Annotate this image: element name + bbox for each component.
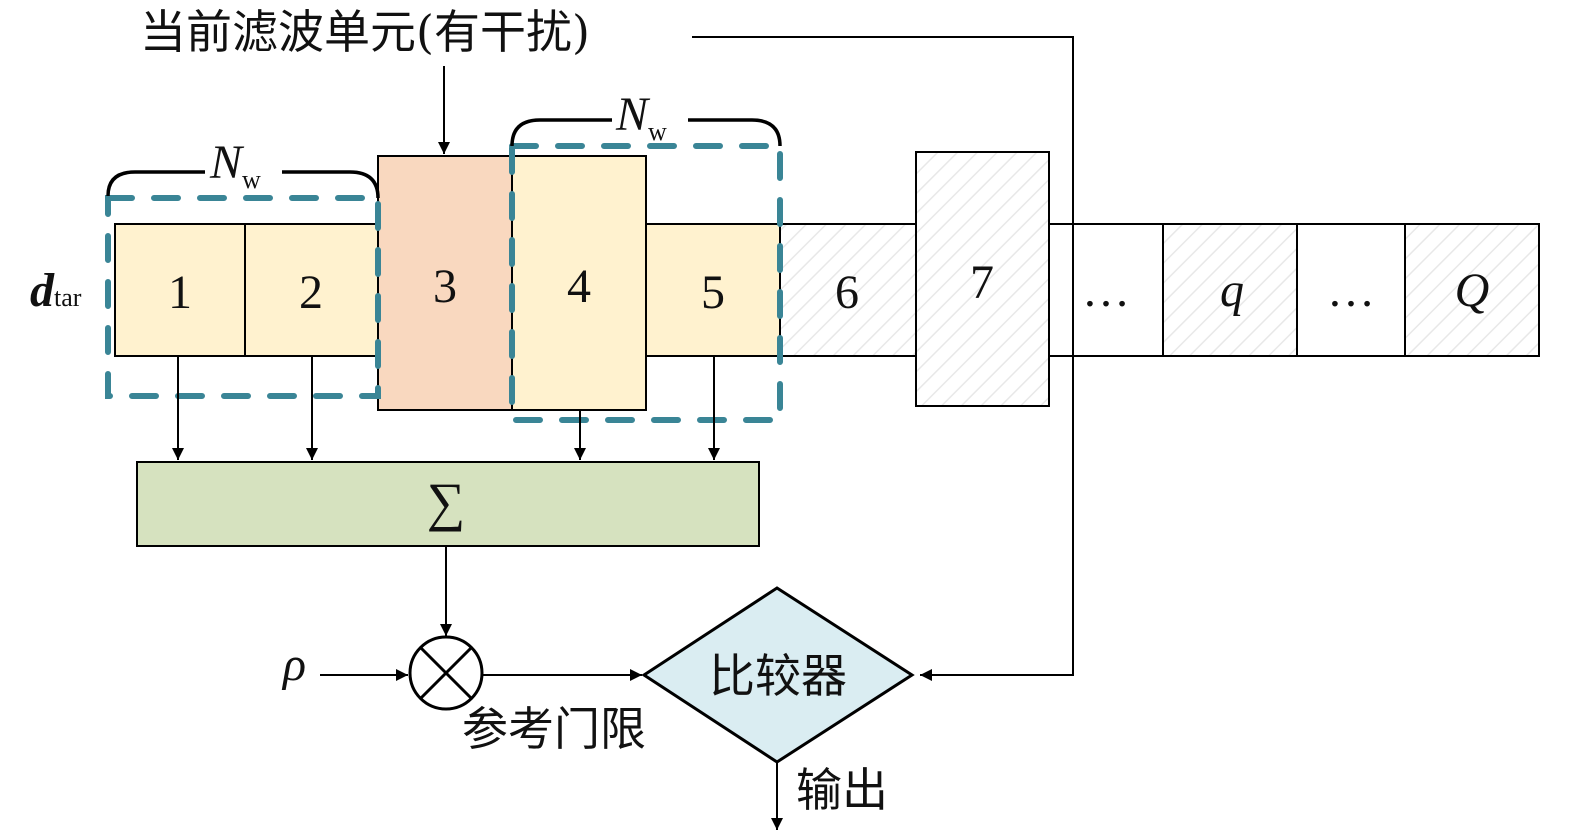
- sum-symbol: ∑: [427, 472, 466, 532]
- right-reference-window: [509, 143, 783, 423]
- cell-2-label: 2: [299, 266, 323, 319]
- cell-7: [915, 151, 1050, 407]
- left-window-label: Nw: [209, 136, 261, 194]
- cell-ellipsis-1-label: …: [1082, 264, 1130, 317]
- left-window-brace: [106, 170, 380, 199]
- rho-label: ρ: [281, 638, 306, 691]
- cell-3-label: 3: [433, 260, 457, 313]
- cell-7-label: 7: [970, 256, 994, 309]
- cell-Q: [1404, 223, 1540, 357]
- cell-5-label: 5: [701, 266, 725, 319]
- right-window-brace: [510, 118, 782, 147]
- output-label: 输出: [796, 763, 888, 817]
- cell-6: [779, 223, 917, 357]
- cell-4-label: 4: [567, 260, 591, 313]
- cell-3: [377, 155, 513, 411]
- cell-1: [114, 223, 246, 357]
- cell-6-label: 6: [835, 266, 859, 319]
- cell-ellipsis-2-label: …: [1327, 264, 1375, 317]
- comparator-label: 比较器: [709, 649, 847, 703]
- vector-label: dtar: [30, 264, 82, 317]
- current-cell-title: 当前滤波单元(有干扰): [140, 5, 590, 59]
- cell-Q-label: Q: [1455, 264, 1490, 317]
- cell-1-label: 1: [168, 266, 192, 319]
- sum-block: [136, 461, 760, 547]
- right-window-label: Nw: [615, 88, 667, 146]
- range-cells: [114, 151, 1540, 411]
- cell-gap: [1048, 223, 1164, 357]
- multiplier-node: [408, 635, 484, 711]
- cell-q-label: q: [1220, 264, 1244, 317]
- left-reference-window: [105, 195, 381, 399]
- threshold-label: 参考门限: [462, 702, 646, 756]
- cell-ellipsis-2: [1296, 223, 1406, 357]
- cell-2: [244, 223, 379, 357]
- cell-q: [1162, 223, 1298, 357]
